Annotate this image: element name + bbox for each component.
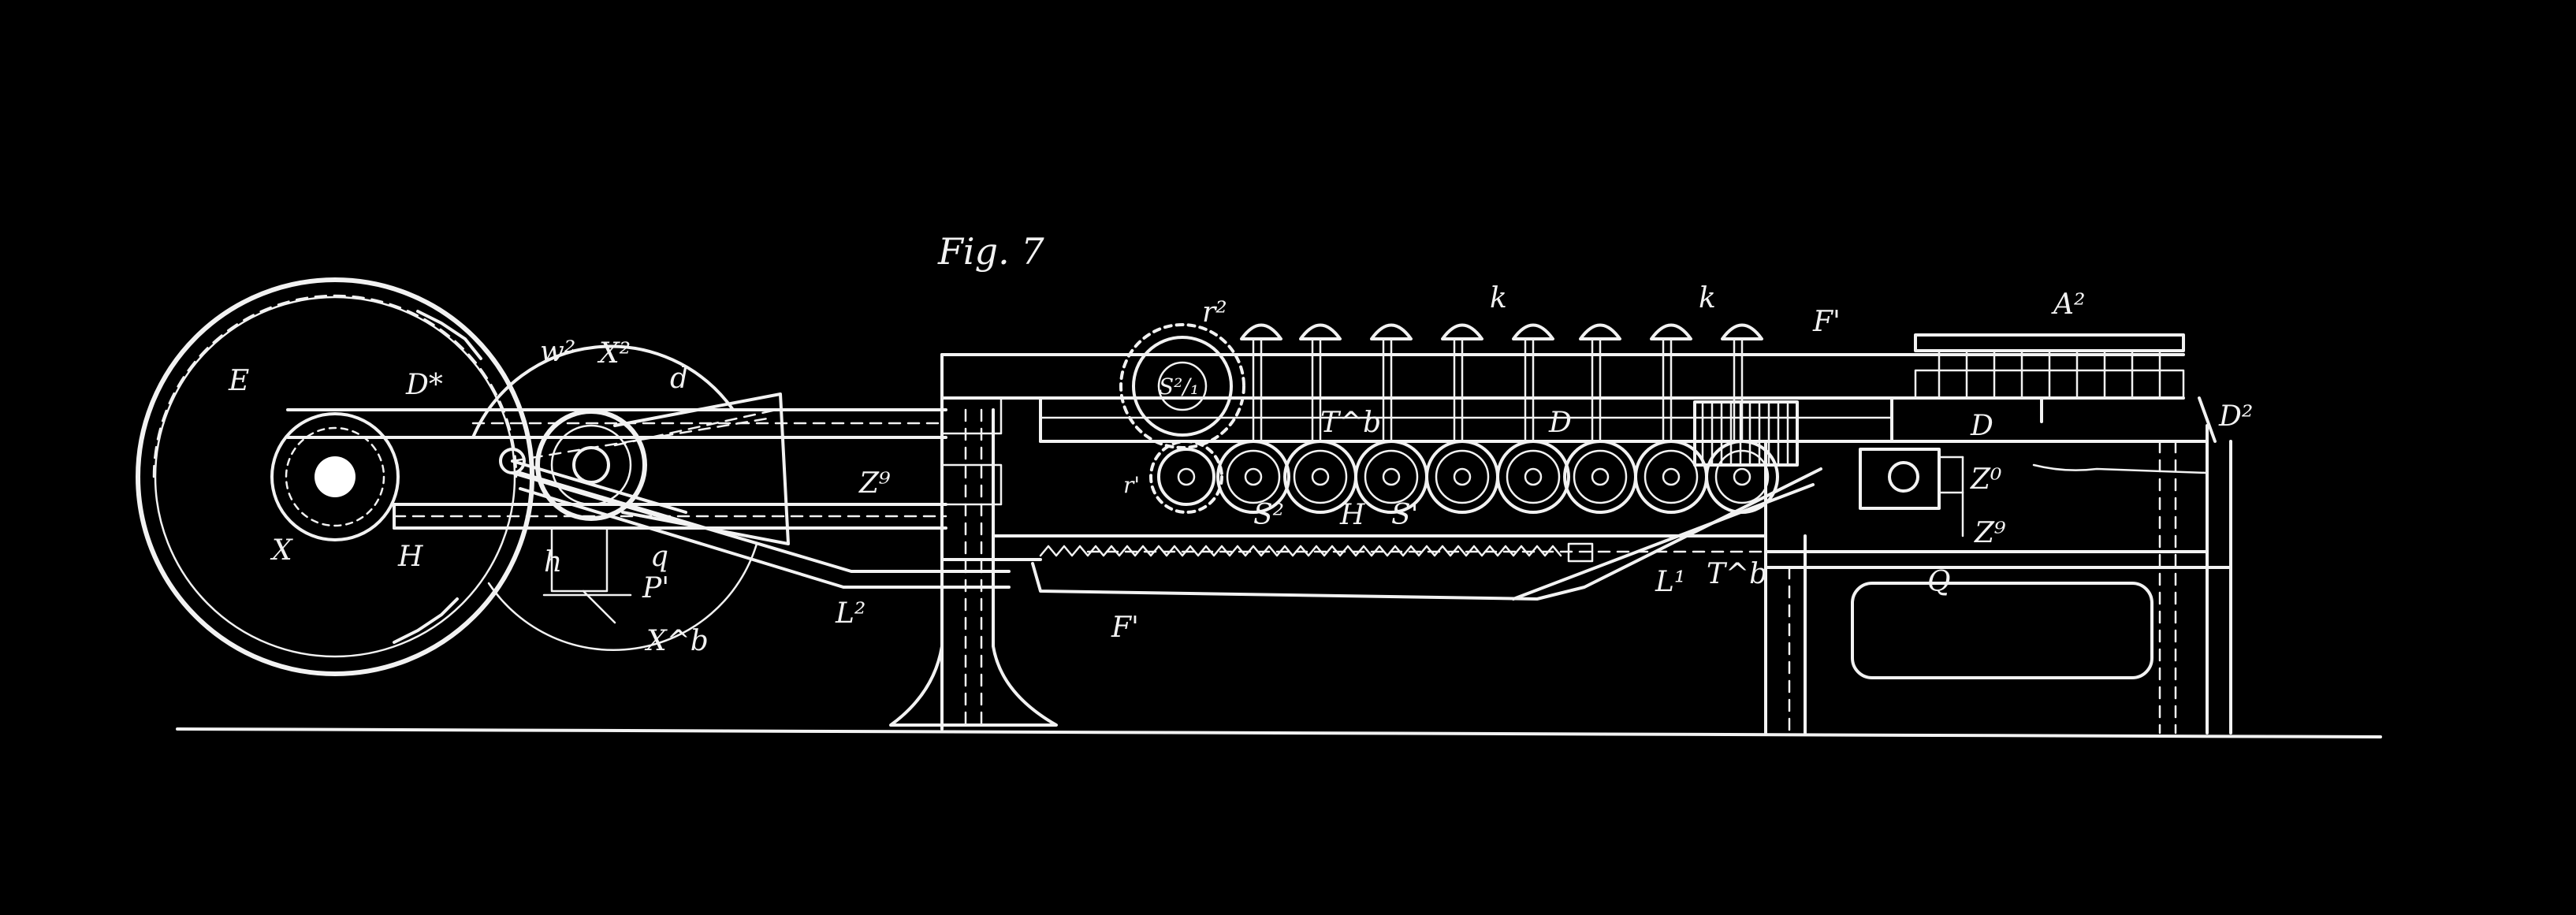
roller [1563, 440, 1637, 514]
key [1512, 323, 1554, 443]
key [1370, 323, 1413, 443]
label-h-left: H [397, 541, 423, 573]
figure-title: Fig. 7 [937, 230, 1044, 273]
label-z9-right: Z⁹ [1974, 517, 2006, 549]
key [1650, 323, 1692, 443]
label-l1: L¹ [1655, 566, 1685, 598]
label-tb-lower: T^b [1707, 558, 1767, 590]
label-h: h [544, 546, 562, 578]
roller [1149, 440, 1223, 514]
label-xb: X^b [644, 625, 709, 657]
label-d-star: D* [405, 369, 443, 401]
labels: Fig. 7 E D* w² X² d X H Z⁹ h q P' X^b L²… [228, 230, 2253, 657]
label-h-mid: H [1339, 499, 1365, 531]
label-r1: r' [1123, 472, 1140, 498]
key [1579, 323, 1621, 443]
label-k1: k [1490, 282, 1507, 314]
key [1721, 323, 1763, 443]
label-d: d [670, 363, 688, 395]
spring-f1 [1039, 542, 1594, 563]
label-z9-mid: Z⁹ [858, 467, 891, 500]
links-lower [519, 467, 1822, 601]
label-d2: D² [2218, 400, 2253, 433]
label-w2: w² [540, 336, 575, 368]
hatched-block [1693, 400, 1799, 467]
label-x: X [270, 534, 293, 567]
axle-x-hole [315, 456, 356, 497]
key [1299, 323, 1342, 443]
gear-x2 [471, 344, 774, 651]
label-q-upper: Q [1927, 566, 1951, 598]
label-tb-upper: T^b [1320, 407, 1381, 439]
right-frame [1764, 396, 2232, 735]
label-z0: Z⁰ [1970, 463, 2001, 496]
label-d-right: D [1970, 410, 1993, 442]
label-l2: L² [835, 597, 865, 630]
label-f1-top: F' [1812, 306, 1841, 338]
label-p1: P' [642, 572, 669, 604]
label-k2: k [1699, 282, 1716, 314]
conical-guide [613, 392, 790, 545]
key [1441, 323, 1483, 443]
wheel-e [136, 277, 534, 676]
label-s2: S² [1253, 499, 1284, 531]
label-q: q [650, 541, 668, 573]
label-s1: S' [1391, 499, 1419, 531]
key [1240, 323, 1282, 443]
ground-line [176, 727, 2382, 738]
main-frame [940, 353, 2209, 561]
label-s2-gear: S²/₁ [1159, 374, 1199, 400]
roller [1425, 440, 1499, 514]
key-row [1240, 323, 1763, 443]
roller-row [1149, 440, 1779, 514]
label-a2: A² [2051, 288, 2085, 321]
roller [1496, 440, 1570, 514]
type-bar-a2 [1914, 333, 2185, 423]
label-d-mid: D [1548, 407, 1572, 439]
gear-s2 [1119, 323, 1245, 449]
label-e: E [228, 365, 249, 397]
label-r2: r² [1202, 296, 1227, 329]
label-f1-low: F' [1111, 612, 1139, 644]
label-x2: X² [597, 337, 631, 370]
